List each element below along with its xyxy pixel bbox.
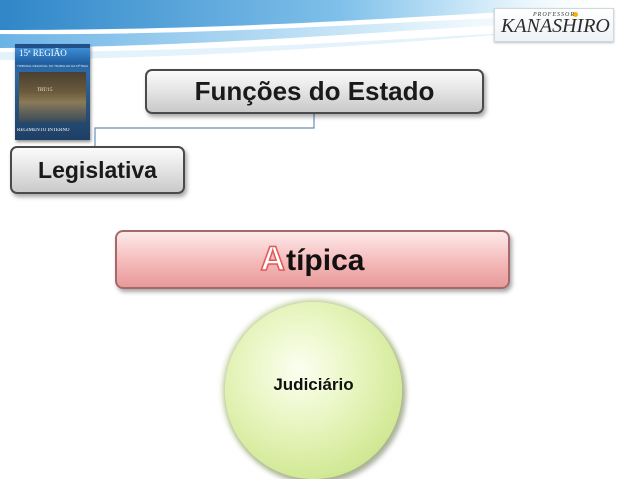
logo-name-text: KANASHIRO: [501, 15, 610, 37]
logo-star-icon: [573, 12, 578, 17]
logo-professor-text: PROFESSOR: [533, 12, 575, 18]
atipica-bar: A típica: [115, 230, 510, 289]
book-title-band: [15, 48, 90, 64]
judiciario-label: Judiciário: [273, 374, 354, 394]
book-title: 15ª REGIÃO: [19, 48, 67, 58]
book-photo: [19, 72, 86, 122]
header-banner: [0, 0, 618, 60]
kanashiro-logo: PROFESSOR KANASHIRO: [494, 8, 614, 42]
funcoes-do-estado-label: Funções do Estado: [194, 76, 435, 106]
atipica-initial-letter: A: [260, 239, 286, 279]
atipica-text: A típica: [260, 239, 365, 279]
book-cover-image: 15ª REGIÃO TRIBUNAL REGIONAL DO TRABALHO…: [15, 44, 90, 140]
funcoes-do-estado-box: Funções do Estado: [145, 69, 484, 114]
book-footer: REGIMENTO INTERNO: [17, 128, 70, 133]
legislativa-box: Legislativa: [10, 146, 185, 194]
book-subtitle: TRIBUNAL REGIONAL DO TRABALHO DA 15ª REG…: [17, 64, 88, 68]
book-photo-label: TRT/15: [37, 88, 53, 93]
atipica-rest: típica: [286, 244, 365, 277]
judiciario-circle: Judiciário: [225, 302, 402, 479]
legislativa-label: Legislativa: [38, 156, 157, 183]
